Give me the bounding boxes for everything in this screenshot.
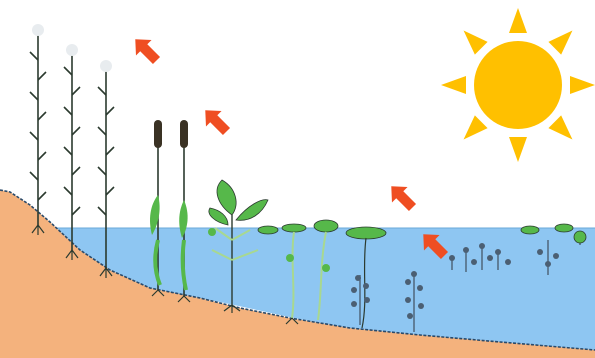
sun-icon: [409, 0, 595, 194]
light-arrow-icon: [127, 31, 164, 68]
light-arrow-icon: [197, 102, 234, 139]
light-arrow-icon: [383, 178, 420, 215]
emergent-reed-plant: [30, 24, 46, 235]
